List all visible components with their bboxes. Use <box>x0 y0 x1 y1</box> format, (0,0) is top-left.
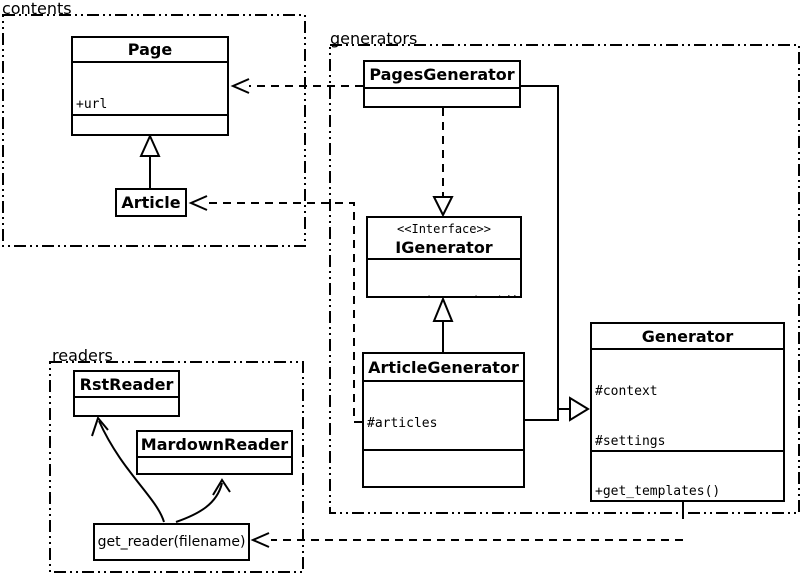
method: +get_templates() <box>595 484 721 499</box>
arrow-rstreader <box>91 415 109 437</box>
class-pagesgenerator-attributes: #pages <box>365 87 519 106</box>
function-get-reader: get_reader(filename) <box>93 523 250 561</box>
generators-package-border <box>329 44 800 514</box>
class-page: Page +url +slug +summary +check_properti… <box>71 36 229 136</box>
generalization-arrow-generator <box>569 396 590 422</box>
dependency-arrow-article <box>188 195 208 211</box>
class-generator-methods: +get_templates() +get_files(path,exclude… <box>592 450 783 500</box>
attribute: #context <box>595 384 658 399</box>
dependency-arrow-getreader <box>250 532 270 548</box>
class-igenerator-methods: +generate_context() +generate_output() <box>368 258 520 296</box>
class-rstreader-methods: +read() <box>75 396 178 415</box>
arrow-mardownreader <box>212 478 231 496</box>
class-generator-attributes: #context #settings #path #theme #output_… <box>592 348 783 450</box>
class-igenerator: <<Interface>> IGenerator +generate_conte… <box>366 216 522 298</box>
class-generator-title: Generator <box>641 326 734 346</box>
attribute: +url <box>76 97 108 112</box>
readers-package-label: readers <box>52 346 113 365</box>
generators-package-label: generators <box>330 29 418 48</box>
dependency-arrow-page <box>230 78 250 94</box>
contents-package-label: contents <box>2 0 72 18</box>
class-article-title: Article <box>121 193 181 212</box>
class-article: Article <box>115 188 187 217</box>
edge-getreader-to-mardownreader <box>175 482 223 523</box>
class-articlegenerator-title: ArticleGenerator <box>368 357 519 377</box>
method: +generate_feeds() <box>367 485 520 486</box>
class-mardownreader: MardownReader +read() <box>136 430 293 475</box>
attribute: #articles <box>367 416 438 431</box>
class-rstreader-title: RstReader <box>79 374 174 394</box>
class-pagesgenerator: PagesGenerator #pages <box>363 60 521 108</box>
class-igenerator-header: <<Interface>> IGenerator <box>368 218 520 258</box>
class-articlegenerator: ArticleGenerator #articles #dates #tags … <box>362 352 525 488</box>
class-page-attributes: +url +slug +summary <box>73 61 227 114</box>
realization-arrow-igenerator <box>432 196 454 218</box>
class-igenerator-title: IGenerator <box>395 238 493 257</box>
readers-package-border <box>49 361 304 573</box>
class-page-title: Page <box>127 40 173 59</box>
attribute: #settings <box>595 433 666 449</box>
class-mardownreader-title: MardownReader <box>140 434 289 454</box>
edge-articlegenerator-to-article <box>209 202 362 423</box>
class-pagesgenerator-title: PagesGenerator <box>369 65 515 84</box>
class-page-methods: +check_properties() <box>73 114 227 134</box>
class-articlegenerator-methods: +generate_feeds() +generate_pages() <box>364 449 523 486</box>
class-articlegenerator-attributes: #articles #dates #tags #categories <box>364 380 523 449</box>
generalization-arrow-igenerator <box>432 296 454 322</box>
class-mardownreader-methods: +read() <box>138 456 291 473</box>
class-rstreader: RstReader +read() <box>73 370 180 417</box>
method: +generate_context() <box>371 294 520 296</box>
generalization-arrow-page <box>139 133 161 157</box>
contents-package-border <box>2 14 306 247</box>
class-igenerator-stereotype: <<Interface>> <box>397 222 491 236</box>
class-generator: Generator #context #settings #path #them… <box>590 322 785 502</box>
edge-generators-to-generator <box>521 85 559 421</box>
edge-getreader-to-rstreader <box>98 420 165 523</box>
